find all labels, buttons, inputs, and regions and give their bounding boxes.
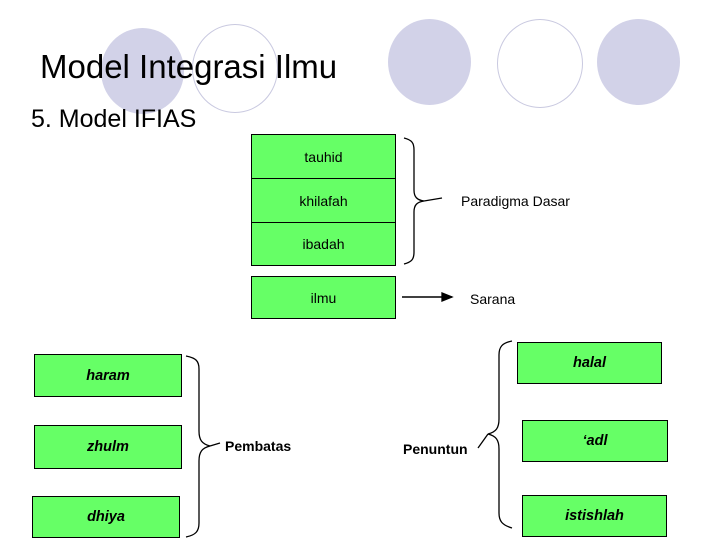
brace-penuntun	[487, 340, 513, 529]
brace-paradigma-dasar	[403, 137, 425, 265]
paradigma-dasar-label: Paradigma Dasar	[461, 193, 570, 209]
box-ilmu[interactable]: ilmu	[251, 276, 396, 319]
box-halal[interactable]: halal	[517, 342, 662, 384]
box-ibadah-label: ibadah	[302, 236, 345, 252]
box-adl-label: ‘adl	[582, 433, 608, 449]
brace-paradigma-tick	[423, 197, 443, 202]
box-haram-label: haram	[86, 367, 130, 384]
pembatas-label: Pembatas	[225, 438, 292, 454]
slide-subtitle: 5. Model IFIAS	[31, 105, 197, 133]
box-adl[interactable]: ‘adl	[522, 420, 668, 462]
box-tauhid[interactable]: tauhid	[252, 135, 395, 178]
box-ibadah[interactable]: ibadah	[252, 222, 395, 265]
box-dhiya-label: dhiya	[87, 509, 125, 525]
penuntun-label: Penuntun	[403, 441, 468, 457]
paradigma-stack: tauhid khilafah ibadah	[251, 134, 396, 266]
box-istishlah[interactable]: istishlah	[522, 495, 667, 537]
decor-circle-2	[192, 24, 278, 113]
box-khilafah-label: khilafah	[299, 192, 348, 209]
slide-title: Model Integrasi Ilmu	[40, 48, 338, 85]
decor-circle-3	[388, 19, 471, 105]
sarana-label: Sarana	[470, 291, 516, 307]
decor-circle-1	[101, 28, 184, 114]
arrow-sarana-head	[441, 292, 454, 302]
box-haram[interactable]: haram	[34, 354, 182, 397]
box-ilmu-label: ilmu	[310, 289, 337, 306]
box-halal-label: halal	[572, 355, 607, 371]
box-istishlah-label: istishlah	[565, 508, 624, 524]
box-khilafah[interactable]: khilafah	[252, 178, 395, 222]
brace-pembatas-tick	[209, 442, 221, 447]
box-zhulm-label: zhulm	[87, 439, 129, 455]
box-dhiya[interactable]: dhiya	[32, 496, 180, 538]
decor-circle-4	[497, 19, 583, 108]
brace-pembatas	[185, 355, 211, 538]
decor-circle-5	[597, 19, 680, 105]
box-tauhid-label: tauhid	[304, 148, 343, 165]
brace-penuntun-tick	[477, 433, 489, 449]
box-zhulm[interactable]: zhulm	[34, 425, 182, 469]
